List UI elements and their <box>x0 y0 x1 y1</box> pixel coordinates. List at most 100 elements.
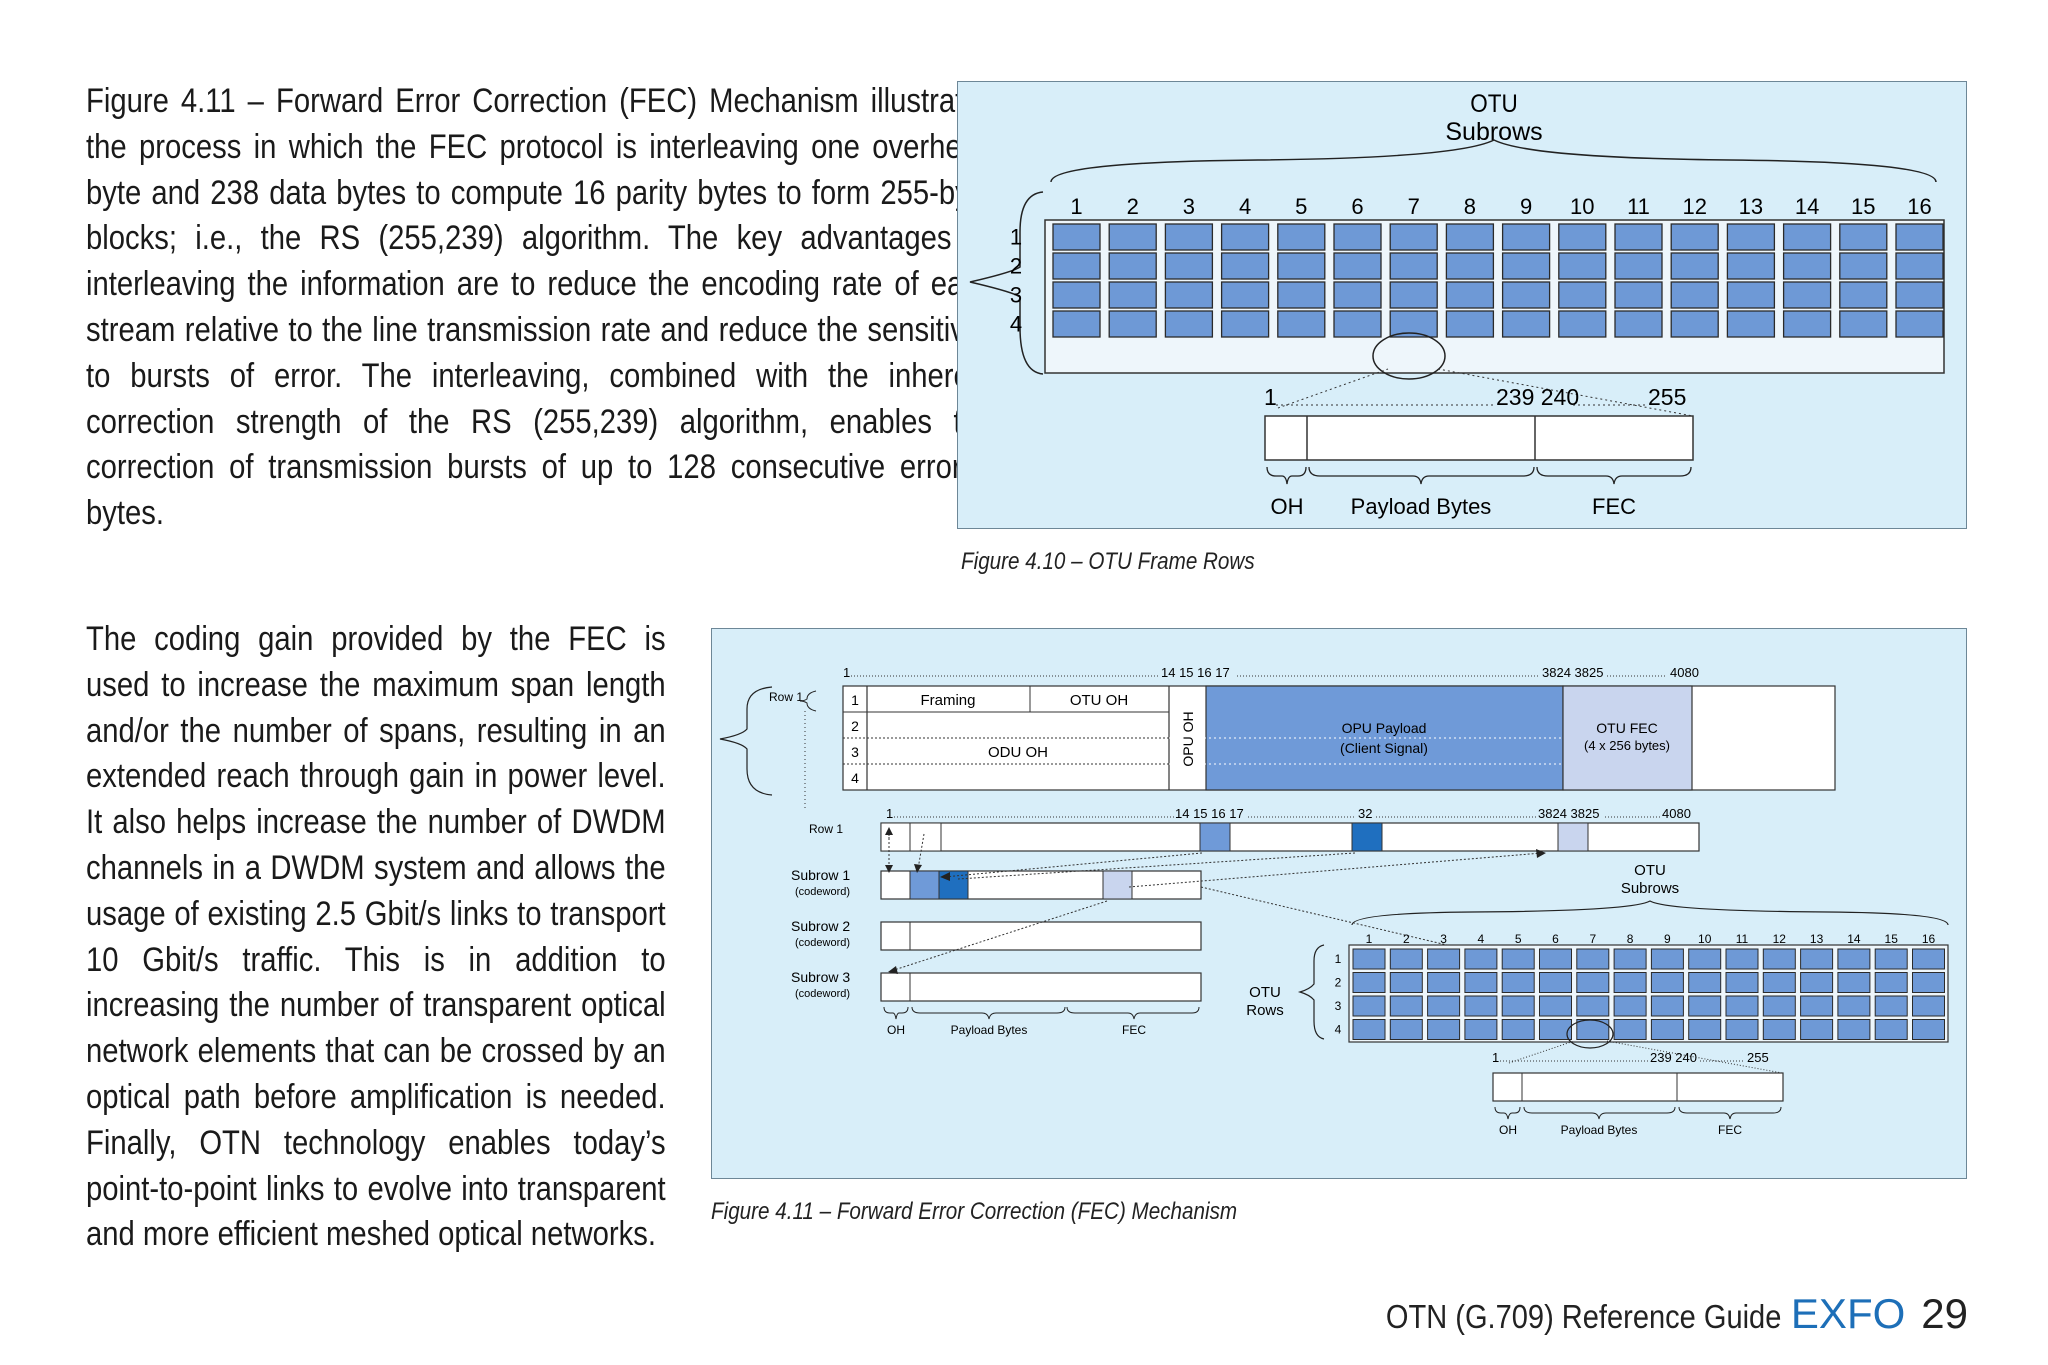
subrow-cell <box>1782 281 1832 309</box>
subrow-cell <box>1389 1019 1423 1040</box>
subrow-cell <box>1800 995 1834 1017</box>
column-number: 8 <box>1627 932 1634 946</box>
subrow-cell <box>1895 223 1944 251</box>
otu-fec-area <box>1562 685 1693 791</box>
subrow-cell <box>1389 948 1423 970</box>
subrow-cell <box>1650 1019 1684 1040</box>
otu-rows-label-1: OTU <box>1249 984 1281 1001</box>
frame-mark-4: 4080 <box>1670 665 1699 680</box>
column-number: 11 <box>1736 932 1749 946</box>
frame-mark-1: 1 <box>843 665 850 680</box>
subrow-cell <box>1837 948 1871 970</box>
subrow-cell <box>1539 948 1572 970</box>
otu-oh-label: OTU OH <box>1070 692 1128 709</box>
column-number: 9 <box>1520 194 1532 219</box>
payload-label: Payload Bytes <box>1351 494 1492 519</box>
subrow-cell <box>1445 281 1495 309</box>
subrow-cell <box>1464 948 1498 970</box>
subrow-cell <box>1800 972 1834 993</box>
mapping-arrows <box>888 829 1800 1029</box>
subrow-cell <box>1725 948 1759 970</box>
subrow-cells <box>1052 223 1944 338</box>
small-mark-mid: 239 240 <box>1650 1050 1697 1065</box>
sub-oh-label: OH <box>887 1023 905 1037</box>
frame-row-number: 1 <box>851 692 859 708</box>
small-payload-brace <box>1523 1106 1676 1120</box>
frame-row-number: 2 <box>851 718 859 734</box>
column-number: 4 <box>1239 194 1251 219</box>
subrow-cell <box>1427 948 1461 970</box>
subrow-cell <box>1558 281 1607 309</box>
byte-mark-mid: 239 240 <box>1496 384 1579 410</box>
intro-paragraph: Figure 4.11 – Forward Error Correction (… <box>86 82 995 533</box>
column-number: 8 <box>1464 194 1476 219</box>
odu-oh-label: ODU OH <box>988 744 1048 761</box>
subrow-cell <box>1427 995 1461 1017</box>
zoom-line-left <box>1277 368 1389 409</box>
subrow-cell <box>1912 995 1945 1017</box>
subrow-cell <box>1613 995 1647 1017</box>
sub-fec-label: FEC <box>1122 1023 1146 1037</box>
subrow-1-byte-a <box>909 870 940 900</box>
column-number: 10 <box>1698 932 1712 946</box>
column-number: 9 <box>1664 932 1671 946</box>
subrow-cell <box>1576 995 1610 1017</box>
subrow-cell <box>1052 310 1101 338</box>
subrow-cell <box>1445 252 1495 280</box>
subrow-cell <box>1782 223 1832 251</box>
arrowhead-5 <box>1536 849 1546 858</box>
subrow-cell <box>1277 281 1326 309</box>
subrows-title: Subrows <box>1445 118 1542 146</box>
small-oh-brace <box>1494 1106 1521 1120</box>
subrow-cell <box>1614 281 1663 309</box>
subrow-cell <box>1220 281 1270 309</box>
subrow-cell <box>1688 972 1722 993</box>
subrow-cell <box>1725 995 1759 1017</box>
subrow-cell <box>1650 948 1684 970</box>
subrow-cell <box>1912 1019 1945 1040</box>
subrow-cell <box>1164 281 1214 309</box>
row-number: 1 <box>1335 952 1342 966</box>
subrows-brace <box>1050 139 1937 183</box>
subrow-cell <box>1912 948 1945 970</box>
opu-oh-label: OPU OH <box>1180 711 1196 766</box>
small-fec-brace <box>1678 1106 1782 1120</box>
row1-byte-32 <box>1351 822 1383 852</box>
subrow-3-sub: (codeword) <box>795 988 850 1000</box>
column-number: 14 <box>1795 194 1819 219</box>
subrow-cell <box>1726 310 1776 338</box>
subrow-cell <box>1352 972 1386 993</box>
subrow-cell <box>1501 995 1535 1017</box>
opu-payload-label: OPU Payload <box>1342 720 1427 736</box>
subrow-cell <box>1839 252 1888 280</box>
figure-4-11-caption: Figure 4.11 – Forward Error Correction (… <box>711 1198 1238 1225</box>
small-subrows-brace <box>1351 900 1949 926</box>
otu-fec-size-label: (4 x 256 bytes) <box>1584 738 1670 753</box>
subrow-cell <box>1501 1019 1535 1040</box>
subrow-cell <box>1800 948 1834 970</box>
arrowhead-4 <box>940 872 950 881</box>
subrow-cell <box>1726 223 1776 251</box>
subrow-cell <box>1389 223 1438 251</box>
subrow-cell <box>1352 948 1386 970</box>
client-signal-label: (Client Signal) <box>1340 740 1428 756</box>
arrowhead-3 <box>914 864 922 873</box>
row-number: 1 <box>1010 225 1022 250</box>
column-number: 11 <box>1627 194 1650 219</box>
framing-label: Framing <box>920 692 975 709</box>
subrow-cell <box>1558 252 1607 280</box>
row-mark-2: 14 15 16 17 <box>1175 806 1244 821</box>
subrow-cell <box>1650 995 1684 1017</box>
column-number: 4 <box>1478 932 1485 946</box>
byte-mark-end: 255 <box>1648 384 1686 410</box>
subrow-cell <box>1389 972 1423 993</box>
column-number: 5 <box>1295 194 1307 219</box>
frame-row-number: 3 <box>851 744 859 760</box>
subrow-1-sub: (codeword) <box>795 886 850 898</box>
